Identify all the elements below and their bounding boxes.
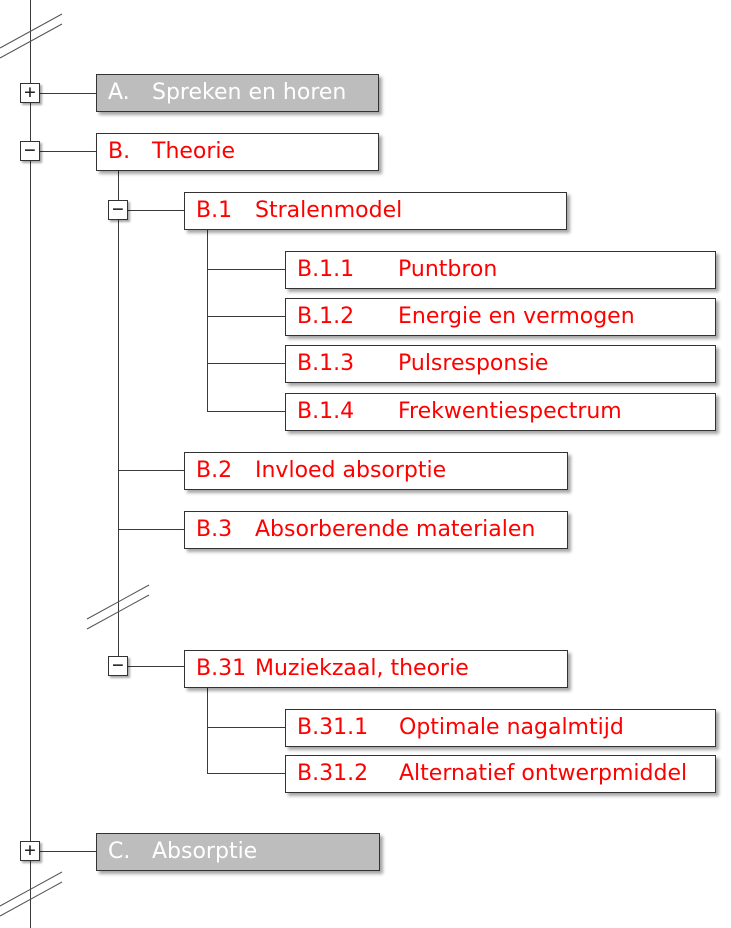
node-code: B.1.3	[297, 351, 355, 376]
break-mark-top	[0, 13, 63, 59]
break-mark-bottom	[0, 871, 63, 917]
node-code: B.1.1	[297, 257, 355, 282]
break-mark-middle	[86, 584, 150, 630]
node-label: Stralenmodel	[255, 198, 403, 223]
connector-b31	[128, 666, 184, 667]
node-code: B.1.2	[297, 304, 355, 329]
node-code: B.31	[196, 656, 247, 681]
connector-b3	[118, 529, 184, 530]
root-trunk-line	[30, 0, 31, 928]
b31-children-line	[207, 687, 208, 773]
node-label: Absorptie	[152, 839, 258, 864]
node-code: B.1.4	[297, 399, 355, 424]
connector-b	[40, 151, 96, 152]
connector-b12	[207, 316, 285, 317]
connector-c	[40, 851, 96, 852]
node-a[interactable]: A. Spreken en horen	[96, 74, 379, 112]
node-b[interactable]: B. Theorie	[96, 133, 379, 171]
node-label: Spreken en horen	[152, 80, 347, 105]
node-b1[interactable]: B.1 Stralenmodel	[184, 192, 567, 230]
node-label: Theorie	[152, 139, 236, 164]
connector-b11	[207, 269, 285, 270]
node-b2[interactable]: B.2 Invloed absorptie	[184, 452, 568, 490]
node-code: A.	[108, 80, 130, 105]
connector-b311	[207, 727, 285, 728]
connector-a	[40, 93, 96, 94]
node-c[interactable]: C. Absorptie	[96, 833, 380, 871]
connector-b312	[207, 773, 285, 774]
b-children-line	[118, 170, 119, 665]
node-b312[interactable]: B.31.2 Alternatief ontwerpmiddel	[285, 755, 716, 793]
node-code: B.2	[196, 458, 233, 483]
node-label: Invloed absorptie	[255, 458, 447, 483]
node-b31[interactable]: B.31 Muziekzaal, theorie	[184, 650, 568, 688]
node-code: B.31.2	[297, 761, 369, 786]
node-b11[interactable]: B.1.1 Puntbron	[285, 251, 716, 289]
node-label: Energie en vermogen	[398, 304, 635, 329]
node-code: B.3	[196, 517, 233, 542]
expand-toggle-c[interactable]: +	[20, 841, 40, 861]
node-b311[interactable]: B.31.1 Optimale nagalmtijd	[285, 709, 716, 747]
node-label: Optimale nagalmtijd	[399, 715, 624, 740]
connector-b14	[207, 411, 285, 412]
node-code: C.	[108, 839, 131, 864]
node-label: Pulsresponsie	[398, 351, 549, 376]
node-label: Absorberende materialen	[255, 517, 536, 542]
connector-b13	[207, 363, 285, 364]
collapse-toggle-b1[interactable]: −	[108, 200, 128, 220]
connector-b2	[118, 470, 184, 471]
node-label: Puntbron	[398, 257, 498, 282]
node-label: Muziekzaal, theorie	[255, 656, 469, 681]
expand-toggle-a[interactable]: +	[20, 83, 40, 103]
node-b13[interactable]: B.1.3 Pulsresponsie	[285, 345, 716, 383]
node-b3[interactable]: B.3 Absorberende materialen	[184, 511, 568, 549]
collapse-toggle-b31[interactable]: −	[108, 656, 128, 676]
node-code: B.	[108, 139, 131, 164]
b1-children-line	[207, 229, 208, 411]
node-b12[interactable]: B.1.2 Energie en vermogen	[285, 298, 716, 336]
node-label: Frekwentiespectrum	[398, 399, 622, 424]
node-code: B.1	[196, 198, 233, 223]
connector-b1	[128, 210, 184, 211]
node-label: Alternatief ontwerpmiddel	[399, 761, 688, 786]
node-b14[interactable]: B.1.4 Frekwentiespectrum	[285, 393, 716, 431]
node-code: B.31.1	[297, 715, 369, 740]
collapse-toggle-b[interactable]: −	[20, 141, 40, 161]
